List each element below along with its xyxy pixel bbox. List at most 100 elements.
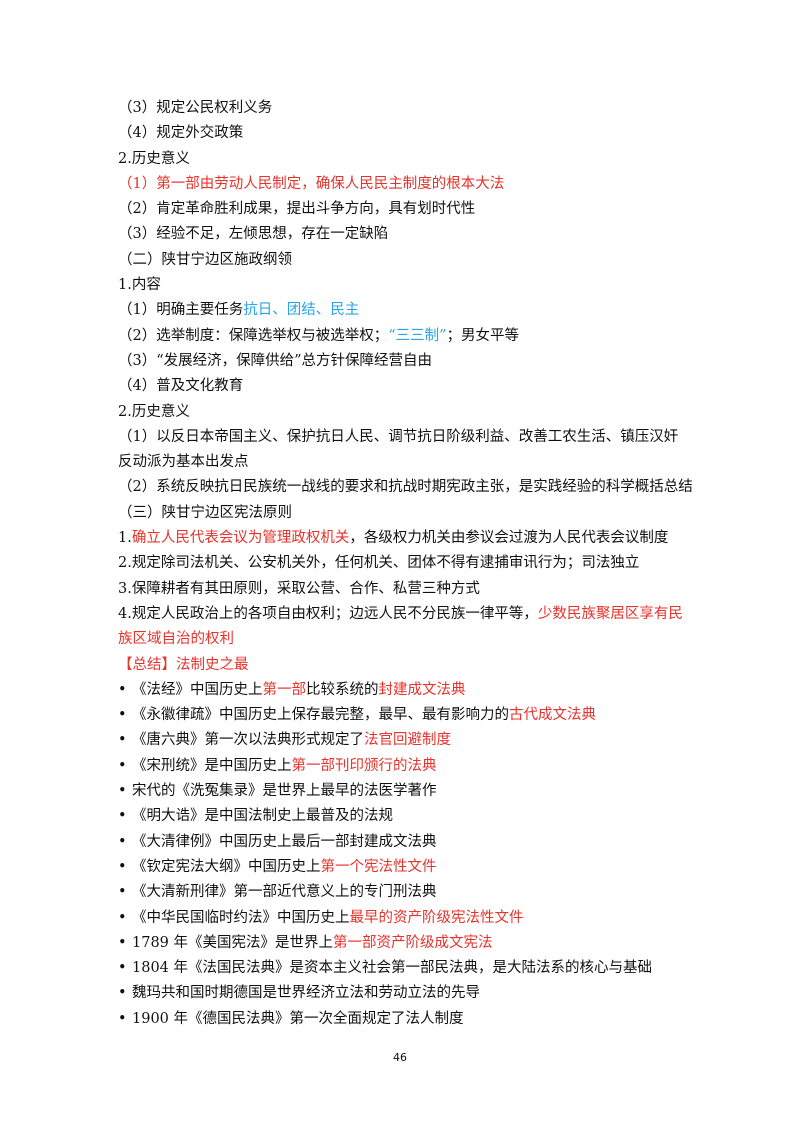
text-line: • 宋代的《洗冤集录》是世界上最早的法医学著作 [118,779,688,804]
highlight-segment: 第一部资产阶级成文宪法 [333,934,493,951]
text-line: （3）经验不足，左倾思想，存在一定缺陷 [118,222,688,247]
text-segment: 魏玛共和国时期德国是世界经济立法和劳动立法的先导 [132,985,480,1002]
text-segment: （1）明确主要任务 [118,302,244,319]
highlight-segment: 法官回避制度 [364,732,451,749]
text-segment: 《中华民国临时约法》中国历史上 [132,909,350,926]
highlight-segment: 确立人民代表会议为管理政权机关 [131,530,350,547]
text-line: • 《永徽律疏》中国历史上保存最完整，最早、最有影响力的古代成文法典 [118,703,688,728]
text-segment: （4）规定外交政策 [118,125,244,142]
text-segment: ，各级权力机关由参议会过渡为人民代表会议制度 [349,530,669,547]
text-segment: 比较系统的 [306,681,379,698]
bullet-marker: • [118,909,127,926]
highlight-segment: 第一部刊印颁行的法典 [291,757,437,774]
text-segment: （二）陕甘宁边区施政纲领 [118,251,292,268]
text-segment: 《大清新刑律》第一部近代意义上的专门刑法典 [132,884,437,901]
text-line: 4.规定人民政治上的各项自由权利；边远人民不分民族一律平等，少数民族聚居区享有民… [118,602,688,653]
page-content: （3）规定公民权利义务 （4）规定外交政策 2.历史意义 （1）第一部由劳动人民制定，… [118,96,693,1032]
text-segment: 宋代的《洗冤集录》是世界上最早的法医学著作 [132,783,437,800]
text-line: • 《钦定宪法大纲》中国历史上第一个宪法性文件 [118,855,688,880]
text-line: （1）明确主要任务抗日、团结、民主 [118,298,688,323]
highlight-segment: 封建成文法典 [378,681,466,698]
bullet-marker: • [118,732,127,749]
text-line: • 魏玛共和国时期德国是世界经济立法和劳动立法的先导 [118,981,688,1006]
text-segment: 2.规定除司法机关、公安机关外，任何机关、团体不得有逮捕审讯行为；司法独立 [118,555,640,572]
bullet-marker: • [118,934,127,951]
highlight-segment: 【总结】法制史之最 [118,656,249,673]
text-line: • 《唐六典》第一次以法典形式规定了法官回避制度 [118,728,688,753]
text-line: • 《中华民国临时约法》中国历史上最早的资产阶级宪法性文件 [118,906,688,931]
text-segment: 1. [118,530,132,547]
bullet-marker: • [118,808,127,825]
text-segment: （2）肯定革命胜利成果，提出斗争方向，具有划时代性 [118,201,476,218]
text-line: 3.保障耕者有其田原则，采取公营、合作、私营三种方式 [118,577,688,602]
bullet-marker: • [118,985,127,1002]
text-line: （3）规定公民权利义务 [118,96,688,121]
text-line: （1）以反日本帝国主义、保护抗日人民、调节抗日阶级利益、改善工农生活、镇压汉奸反… [118,425,688,476]
text-segment: （2）选举制度：保障选举权与被选举权； [118,327,389,344]
highlight-segment: （1）第一部由劳动人民制定，确保人民民主制度的根本大法 [118,175,505,192]
bullet-marker: • [118,1010,127,1027]
text-segment: 《法经》中国历史上 [132,681,263,698]
text-line: （2）肯定革命胜利成果，提出斗争方向，具有划时代性 [118,197,688,222]
bullet-marker: • [118,681,127,698]
text-line: （1）第一部由劳动人民制定，确保人民民主制度的根本大法 [118,172,688,197]
text-line: 2.历史意义 [118,400,688,425]
highlight-segment: 少数民族聚居区享有民族区域自治的权利 [118,605,683,648]
text-segment: （3）规定公民权利义务 [118,100,273,116]
bullet-marker: • [118,960,127,977]
text-segment: （4）普及文化教育 [118,378,244,395]
text-segment: 1789 年《美国宪法》是世界上 [132,934,334,951]
text-line: • 《法经》中国历史上第一部比较系统的封建成文法典 [118,678,688,703]
text-line: 1.内容 [118,273,688,298]
text-line: （二）陕甘宁边区施政纲领 [118,248,688,273]
text-segment: （三）陕甘宁边区宪法原则 [118,504,292,521]
bullet-marker: • [118,707,127,724]
text-line: （2）系统反映抗日民族统一战线的要求和抗战时期宪政主张，是实践经验的科学概括总结 [118,475,693,500]
text-line: （3）“发展经济，保障供给”总方针保障经营自由 [118,349,688,374]
highlight-segment: 第一个宪法性文件 [320,858,437,875]
text-line: （4）规定外交政策 [118,121,688,146]
text-line: 2.历史意义 [118,147,688,172]
text-segment: 《大清律例》中国历史上最后一部封建成文法典 [132,833,437,850]
highlight-segment: 古代成文法典 [509,707,596,724]
text-line: • 《明大诰》是中国法制史上最普及的法规 [118,804,688,829]
text-line: 【总结】法制史之最 [118,653,688,678]
text-segment: 《明大诰》是中国法制史上最普及的法规 [132,808,393,825]
text-line: 2.规定除司法机关、公安机关外，任何机关、团体不得有逮捕审讯行为；司法独立 [118,551,688,576]
text-segment: 1900 年《德国民法典》第一次全面规定了法人制度 [132,1010,464,1027]
text-segment: 3.保障耕者有其田原则，采取公营、合作、私营三种方式 [118,580,480,597]
text-segment: 《宋刑统》是中国历史上 [132,757,292,774]
highlight-segment: 抗日、团结、民主 [243,302,360,319]
highlight-segment: 第一部 [262,681,307,698]
page-number: 46 [393,1051,407,1064]
text-segment: （1）以反日本帝国主义、保护抗日人民、调节抗日阶级利益、改善工农生活、镇压汉奸反… [118,428,679,471]
text-line: 1.确立人民代表会议为管理政权机关，各级权力机关由参议会过渡为人民代表会议制度 [118,526,688,551]
text-line: • 1804 年《法国民法典》是资本主义社会第一部民法典，是大陆法系的核心与基础 [118,956,688,981]
text-line: • 《宋刑统》是中国历史上第一部刊印颁行的法典 [118,754,688,779]
text-segment: （2）系统反映抗日民族统一战线的要求和抗战时期宪政主张，是实践经验的科学概括总结 [118,479,693,496]
highlight-segment: 最早的资产阶级宪法性文件 [349,909,524,926]
text-line: （三）陕甘宁边区宪法原则 [118,501,688,526]
text-line: （2）选举制度：保障选举权与被选举权；“三三制”；男女平等 [118,324,688,349]
text-segment: 《唐六典》第一次以法典形式规定了 [132,732,364,749]
text-segment: 2.历史意义 [118,403,190,420]
text-line: • 1900 年《德国民法典》第一次全面规定了法人制度 [118,1007,688,1032]
bullet-marker: • [118,858,127,875]
text-segment: 2.历史意义 [118,150,190,167]
text-segment: 4.规定人民政治上的各项自由权利；边远人民不分民族一律平等， [118,605,538,622]
text-line: • 1789 年《美国宪法》是世界上第一部资产阶级成文宪法 [118,931,688,956]
bullet-marker: • [118,783,127,800]
bullet-marker: • [118,884,127,901]
bullet-marker: • [118,833,127,850]
text-segment: 1.内容 [118,277,161,294]
bullet-marker: • [118,757,127,774]
text-segment: （3）“发展经济，保障供给”总方针保障经营自由 [118,352,433,369]
text-line: • 《大清新刑律》第一部近代意义上的专门刑法典 [118,880,688,905]
text-line: （4）普及文化教育 [118,374,688,399]
text-segment: 1804 年《法国民法典》是资本主义社会第一部民法典，是大陆法系的核心与基础 [132,960,653,977]
text-segment: （3）经验不足，左倾思想，存在一定缺陷 [118,226,389,243]
text-segment: ；男女平等 [446,327,520,344]
text-segment: 《永徽律疏》中国历史上保存最完整，最早、最有影响力的 [132,707,509,724]
text-segment: 《钦定宪法大纲》中国历史上 [132,858,321,875]
